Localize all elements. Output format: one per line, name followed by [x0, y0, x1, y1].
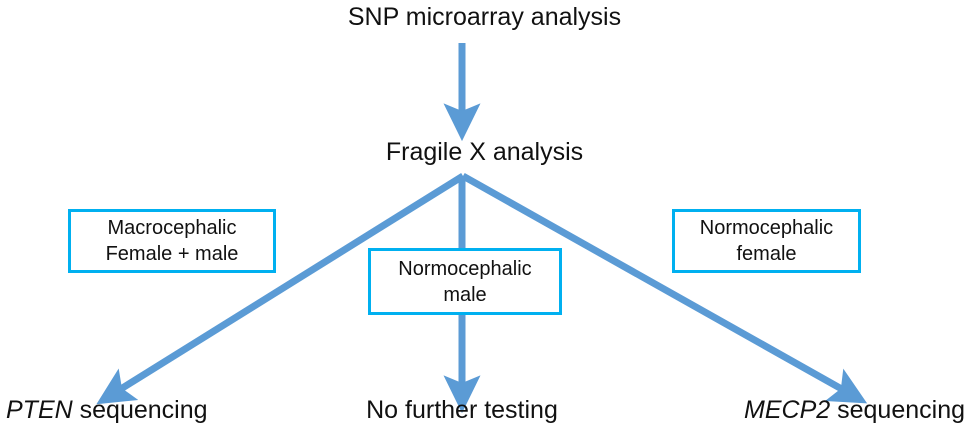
node-snp-microarray-analysis: SNP microarray analysis	[347, 3, 622, 31]
outcome-mecp2-gene-label: MECP2	[744, 396, 831, 424]
box-left-line-1: Macrocephalic	[107, 217, 237, 239]
node-fragile-x-analysis: Fragile X analysis	[385, 138, 584, 166]
outcome-mecp2-sequencing: MECP2 sequencing	[695, 396, 969, 425]
box-middle-line-1: Normocephalic	[398, 257, 532, 280]
box-right-line-1: Normocephalic	[699, 217, 834, 239]
outcome-pten-suffix-label: sequencing	[72, 396, 208, 424]
box-right-line-2: female	[736, 243, 797, 265]
outcome-mecp2-suffix-label: sequencing	[830, 396, 965, 424]
outcome-no-further-testing: No further testing	[312, 396, 612, 425]
outcome-pten-sequencing: PTEN sequencing	[0, 396, 256, 425]
box-normocephalic-male: Normocephalic male	[368, 248, 562, 315]
outcome-pten-gene-label: PTEN	[6, 396, 73, 424]
box-normocephalic-female: Normocephalic female	[672, 209, 861, 273]
outcome-no-further-testing-label: No further testing	[366, 396, 558, 424]
box-left-line-2: Female + male	[105, 243, 239, 265]
box-macrocephalic-female-male: Macrocephalic Female + male	[68, 209, 276, 273]
box-middle-line-2: male	[443, 283, 487, 306]
